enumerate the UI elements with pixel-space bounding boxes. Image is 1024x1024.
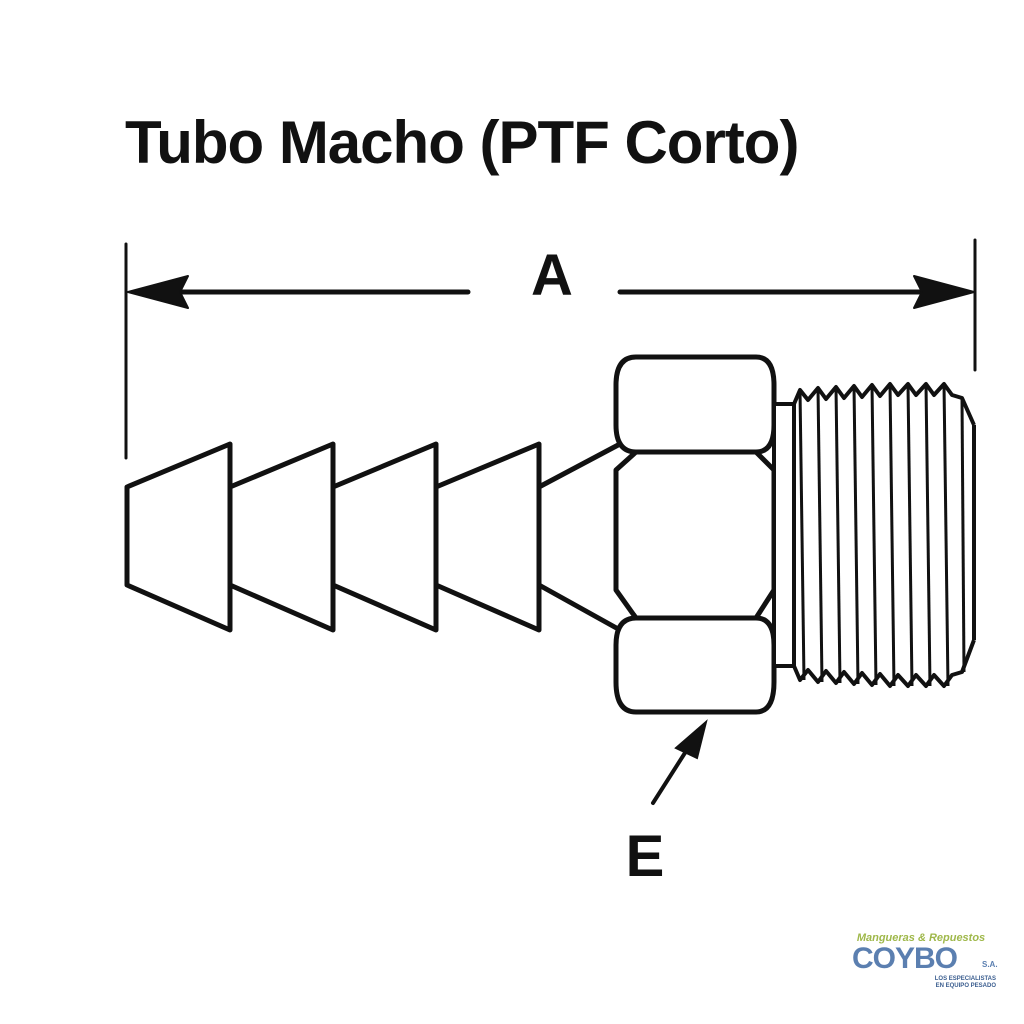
pipe-thread <box>772 382 976 688</box>
company-logo: Mangueras & Repuestos COYBO S.A. LOS ESP… <box>846 932 998 996</box>
hex-nut <box>613 354 777 715</box>
dimension-e <box>651 719 708 805</box>
barb-ridge-4 <box>433 441 542 633</box>
logo-suffix: S.A. <box>982 960 998 969</box>
dimension-a <box>124 238 977 460</box>
thread-lines <box>798 383 966 687</box>
barb-shank-bottom <box>537 582 622 633</box>
thread-top-crests <box>792 382 976 426</box>
barb-ridge-1 <box>124 441 233 633</box>
hex-body <box>613 354 777 715</box>
diagram-title: Tubo Macho (PTF Corto) <box>125 109 799 176</box>
barb-shank <box>537 441 622 490</box>
thread-neck <box>772 402 796 668</box>
dim-a-right-arrowhead <box>913 275 975 309</box>
dim-e-leader <box>651 743 692 805</box>
dim-a-left-arrowhead <box>127 275 189 309</box>
logo-tagline-line2: EN EQUIPO PESADO <box>935 983 996 989</box>
dim-e-arrowhead <box>674 719 708 760</box>
barb-ridge-3 <box>330 441 439 633</box>
hose-barb <box>124 441 622 633</box>
logo-tagline-top: Mangueras & Repuestos <box>856 932 986 944</box>
logo-tagline-line1: LOS ESPECIALISTAS <box>934 976 996 982</box>
dim-a-label: A <box>531 243 573 308</box>
logo-brand: COYBO <box>852 942 958 975</box>
barb-ridge-2 <box>227 441 336 633</box>
dim-e-label: E <box>626 824 665 889</box>
